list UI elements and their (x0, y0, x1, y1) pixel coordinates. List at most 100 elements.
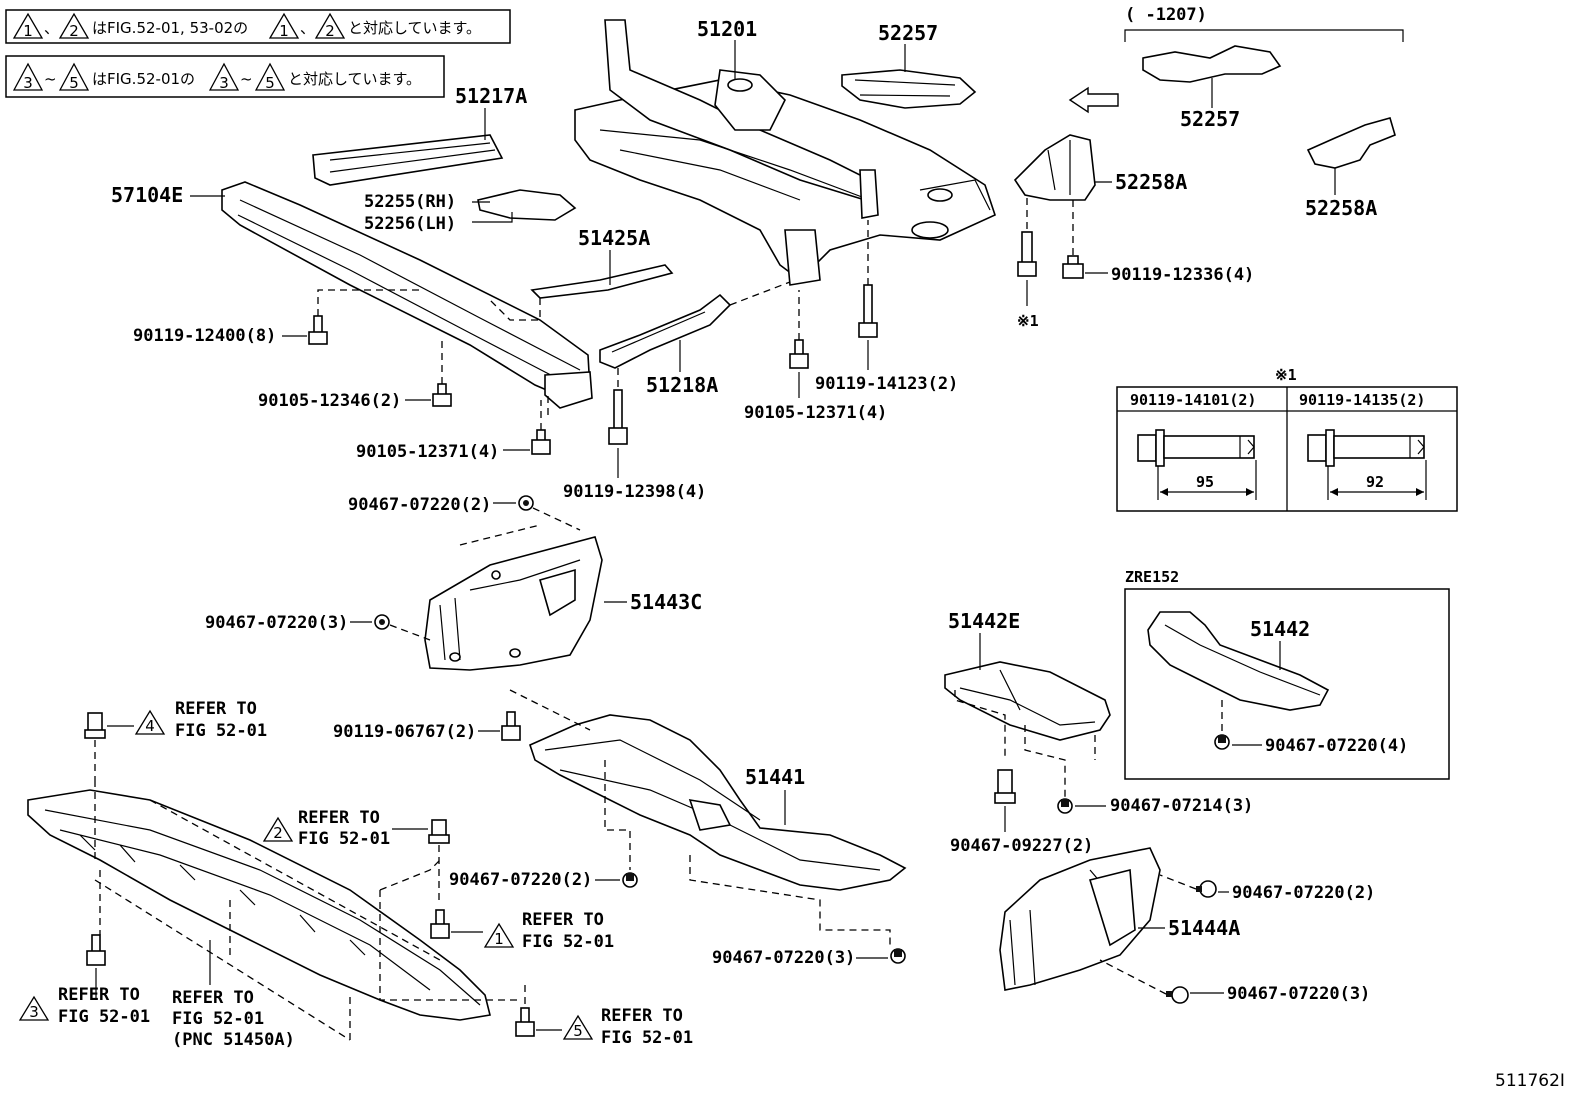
label-51442E: 51442E (948, 609, 1020, 633)
brace-51218A (599, 293, 732, 369)
label-51425A: 51425A (578, 226, 650, 250)
label-52258A-main: 52258A (1115, 170, 1187, 194)
crossmember-57104E (221, 181, 593, 409)
bolt-90105-12371-left (531, 429, 551, 455)
bolt-90119-12398 (608, 389, 628, 445)
clip-90467-07220-3c (1166, 986, 1189, 1004)
ref-pnc-line1: REFER TO (172, 988, 254, 1008)
clip-90467-09227 (994, 769, 1016, 804)
ref-5-num: 5 (573, 1022, 583, 1040)
label-52257-alt: 52257 (1180, 107, 1240, 131)
bolt-90105-12346 (432, 383, 452, 407)
ref-pnc-line2: FIG 52-01 (172, 1009, 264, 1029)
bolt-90119-12400 (308, 315, 328, 345)
label-51218A: 51218A (646, 373, 718, 397)
label-90467-07220-3a: 90467-07220(3) (205, 613, 348, 633)
label-51441: 51441 (745, 765, 805, 789)
bolt-table: ※1 90119-14101(2) 90119-14135(2) 95 92 (1116, 366, 1458, 512)
bolt-table-mark: ※1 (1275, 366, 1297, 384)
label-90119-12336: 90119-12336(4) (1111, 265, 1254, 285)
label-90467-07220-2b: 90467-07220(2) (449, 870, 592, 890)
diagram-text: 1 (279, 22, 289, 40)
diagram-text: 5 (69, 74, 79, 92)
clip-90467-07220-2b (622, 872, 638, 888)
note-box-2: 3 ~ 5 はFIG.52-01の 3 ~ 5 と対応しています。 (5, 55, 445, 98)
diagram-text: ~ (44, 70, 57, 88)
label-51217A: 51217A (455, 84, 527, 108)
clip-90467-07220-3a (374, 614, 390, 630)
label-52257-main: 52257 (878, 21, 938, 45)
label-90119-12400: 90119-12400(8) (133, 326, 276, 346)
label-90467-07214: 90467-07214(3) (1110, 796, 1253, 816)
label-51443C: 51443C (630, 590, 702, 614)
bolt-table-col2-part: 90119-14135(2) (1299, 391, 1425, 409)
diagram-text: ~ (240, 70, 253, 88)
splash-shield-51443C (424, 536, 603, 671)
ref-2-line2: FIG 52-01 (298, 829, 390, 849)
ref-pnc-line3: (PNC 51450A) (172, 1030, 295, 1050)
ref-1-line2: FIG 52-01 (522, 932, 614, 952)
label-ref-x1: ※1 (1017, 312, 1039, 330)
note1-tri-a: 1 (23, 22, 33, 40)
label-52258A-alt: 52258A (1305, 196, 1377, 220)
clip-ref-4 (84, 712, 106, 739)
label-90119-14123: 90119-14123(2) (815, 374, 958, 394)
label-51444A: 51444A (1168, 916, 1240, 940)
ref-3-num: 3 (29, 1003, 39, 1021)
ref-4-num: 4 (145, 717, 155, 735)
reinforcement-51217A (312, 134, 504, 186)
ref-1-num: 1 (494, 930, 504, 948)
label-90119-12398: 90119-12398(4) (563, 482, 706, 502)
label-90467-07220-3c: 90467-07220(3) (1227, 984, 1370, 1004)
label-90105-12371-left: 90105-12371(4) (356, 442, 499, 462)
label-zre152: ZRE152 (1125, 568, 1179, 586)
cover-51442E (944, 661, 1111, 741)
bolt-x1 (1017, 231, 1037, 277)
label-57104E: 57104E (111, 183, 183, 207)
label-90105-12371-center: 90105-12371(4) (744, 403, 887, 423)
splash-shield-51444A (999, 847, 1161, 991)
label-52255: 52255(RH) (364, 192, 456, 212)
clip-90467-07220-2c (1196, 880, 1217, 898)
diagram-text: はFIG.52-01, 53-02の (92, 19, 248, 37)
label-90467-09227: 90467-09227(2) (950, 836, 1093, 856)
diagram-text: と対応しています。 (288, 70, 421, 88)
brace-51425A (530, 264, 674, 299)
bolt-ref-3 (86, 934, 106, 966)
diagram-text: 、 (44, 19, 59, 37)
diagram-text: と対応しています。 (348, 19, 481, 37)
plate-52257 (841, 69, 977, 109)
label-90467-07220-2a: 90467-07220(2) (348, 495, 491, 515)
diagram-text: 2 (69, 22, 79, 40)
bolt-90105-12371-center (789, 339, 809, 369)
figure-number: 511762I (1495, 1071, 1565, 1091)
bolt-90119-14123 (858, 284, 878, 338)
ref-2-num: 2 (273, 824, 283, 842)
label-90467-07220-3b: 90467-07220(3) (712, 948, 855, 968)
label-90105-12346: 90105-12346(2) (258, 391, 401, 411)
bolt-ref-5 (515, 1007, 535, 1037)
ref-2-line1: REFER TO (298, 808, 380, 828)
label-51442: 51442 (1250, 617, 1310, 641)
label-90467-07220-4: 90467-07220(4) (1265, 736, 1408, 756)
bolt-ref-1 (430, 909, 450, 939)
diagram-text: 2 (325, 22, 335, 40)
diagram-text: 、 (300, 19, 315, 37)
bolt-90119-12336 (1062, 255, 1084, 279)
clip-90467-07220-3b (890, 948, 906, 964)
cover-51442 (1147, 611, 1330, 711)
clip-ref-2 (428, 819, 450, 844)
ref-3-line2: FIG 52-01 (58, 1007, 150, 1027)
note-box-1: 1 、 2 はFIG.52-01, 53-02の 1 、 2 と対応しています。 (5, 9, 511, 44)
ref-3-line1: REFER TO (58, 985, 140, 1005)
diagram-text: 3 (219, 74, 229, 92)
bolt-table-col2-len: 92 (1366, 473, 1384, 491)
clip-90467-07220-4 (1214, 734, 1230, 750)
label-51201: 51201 (697, 17, 757, 41)
ref-4-line1: REFER TO (175, 699, 257, 719)
label-52256: 52256(LH) (364, 214, 456, 234)
ref-4-line2: FIG 52-01 (175, 721, 267, 741)
plate-52255-52256 (477, 189, 577, 221)
